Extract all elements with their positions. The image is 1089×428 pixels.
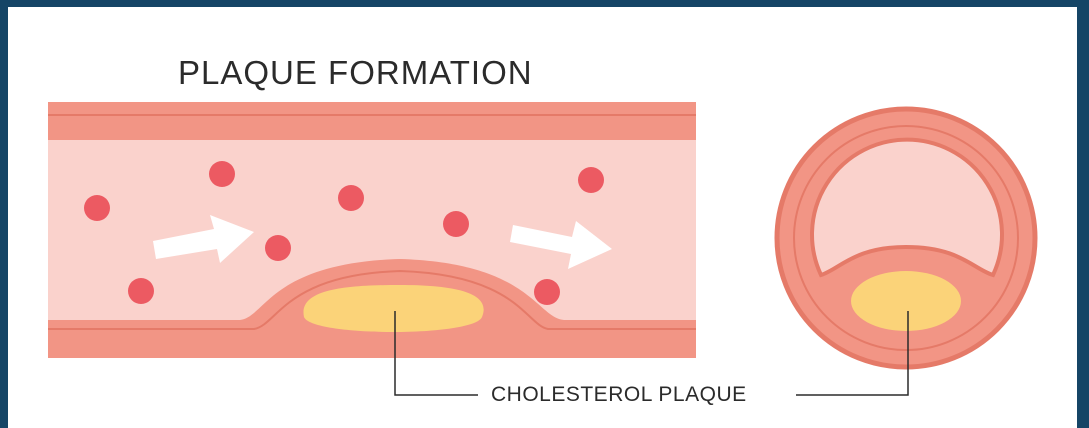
blood-cell bbox=[209, 161, 235, 187]
blood-cell bbox=[443, 211, 469, 237]
blood-cell bbox=[128, 278, 154, 304]
diagram-title: PLAQUE FORMATION bbox=[178, 54, 533, 92]
cholesterol-plaque-deposit bbox=[303, 285, 483, 332]
artery-longitudinal bbox=[48, 102, 696, 358]
plaque-formation-illustration bbox=[8, 7, 1077, 428]
callout-label: CHOLESTEROL PLAQUE bbox=[491, 383, 747, 407]
artery-top-wall bbox=[48, 102, 696, 140]
blood-cell bbox=[84, 195, 110, 221]
artery-cross-section bbox=[777, 109, 1035, 367]
blood-cell bbox=[534, 279, 560, 305]
cross-section-plaque bbox=[851, 271, 961, 331]
blood-cell bbox=[265, 235, 291, 261]
blood-cell bbox=[338, 185, 364, 211]
blood-cell bbox=[578, 167, 604, 193]
diagram-canvas: PLAQUE FORMATION CHOLESTEROL PLAQUE bbox=[8, 7, 1077, 428]
